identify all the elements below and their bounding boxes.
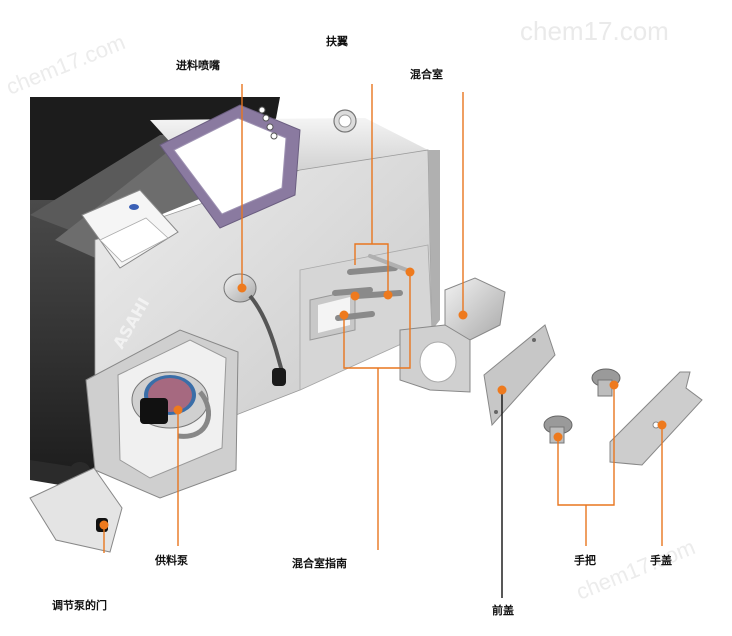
watermark-text: chem17.com xyxy=(3,29,129,99)
control-buttons xyxy=(258,106,278,140)
touch-screen xyxy=(159,104,301,229)
watermark-text: chem17.com xyxy=(573,534,699,604)
label-feed-nozzle: 进料喷嘴 xyxy=(176,59,220,72)
front-cover-plate xyxy=(483,324,556,427)
feed-pump xyxy=(85,329,239,499)
label-mixing-chamber: 混合室 xyxy=(410,68,443,81)
leader-lines xyxy=(103,84,663,553)
label-pump-door: 调节泵的门 xyxy=(52,599,107,612)
label-front-cover: 前盖 xyxy=(492,604,514,617)
label-feed-pump: 供料泵 xyxy=(155,554,188,567)
label-wing: 扶翼 xyxy=(326,35,348,48)
mixing-chamber xyxy=(399,277,506,393)
watermark-text: chem17.com xyxy=(520,16,669,46)
label-handle: 手把 xyxy=(574,554,596,567)
hand-cover-plate xyxy=(609,371,703,466)
handle-knobs xyxy=(543,368,621,444)
label-mixing-guide: 混合室指南 xyxy=(292,557,347,570)
callout-dots xyxy=(99,267,667,530)
printer-slot xyxy=(81,189,179,269)
power-knob xyxy=(333,109,357,133)
label-hand-cover: 手盖 xyxy=(650,554,672,567)
